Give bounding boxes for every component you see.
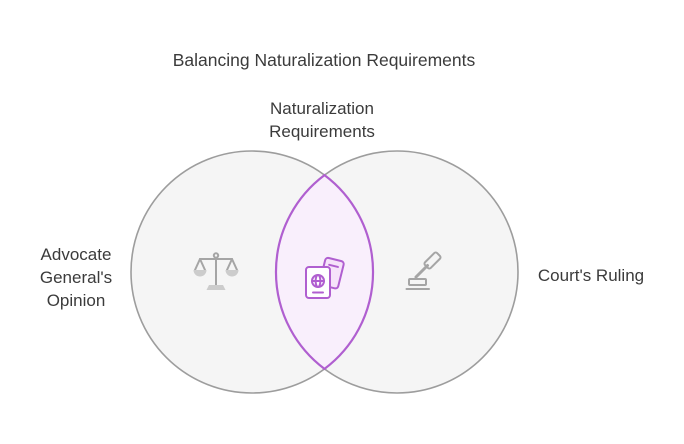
left-circle-label-line-2: General's — [39, 268, 113, 287]
gavel-icon — [405, 251, 442, 290]
gavel-handle — [414, 264, 429, 279]
balance-scale-icon — [193, 252, 239, 290]
balance-scale-base — [206, 285, 226, 290]
passport-documents-icon — [305, 256, 345, 299]
balance-scale-left-pan — [193, 270, 207, 277]
balance-scale-lines — [194, 252, 238, 286]
intersection-label: Naturalization Requirements — [269, 97, 375, 143]
balance-scale-right-pan — [225, 270, 239, 277]
gavel-block — [408, 278, 427, 286]
left-circle-label-line-1: Advocate — [40, 245, 112, 264]
right-circle-label: Court's Ruling — [537, 266, 645, 285]
intersection-label-line-2: Requirements — [269, 122, 375, 141]
intersection-label-line-1: Naturalization — [270, 99, 374, 118]
left-circle-label-line-3: Opinion — [46, 291, 106, 310]
passport-front — [305, 266, 331, 299]
left-circle-label: Advocate General's Opinion — [16, 243, 136, 312]
page-title: Balancing Naturalization Requirements — [172, 50, 476, 70]
